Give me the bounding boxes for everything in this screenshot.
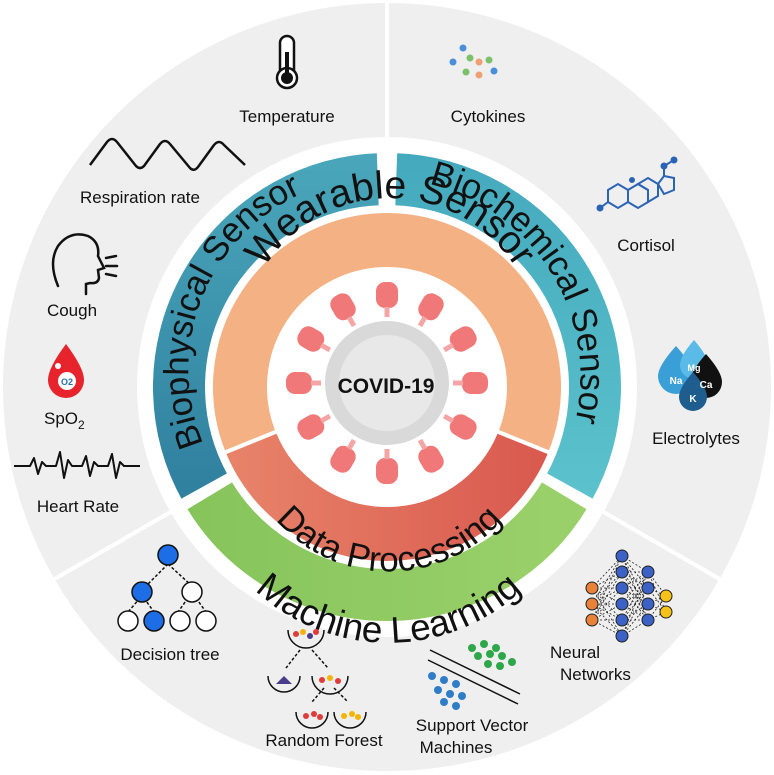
nn-edge <box>621 587 649 637</box>
nn-node <box>615 565 629 579</box>
blood-drop-icon: O2 <box>48 344 84 398</box>
heart-rate-label: Heart Rate <box>37 497 119 516</box>
cortisol-label: Cortisol <box>617 236 675 255</box>
virus-spike <box>418 445 444 473</box>
virus-core <box>339 335 435 431</box>
cytokines-icon <box>449 44 498 79</box>
virus-icon <box>286 282 488 484</box>
outer-sector-machine-learning <box>49 508 725 775</box>
virus-spike-stem <box>417 438 428 451</box>
neural-network-icon <box>585 549 673 643</box>
nn-label-line1: Neural <box>550 643 600 662</box>
heart-rate-wave-icon <box>14 451 140 479</box>
cortisol-molecule-icon <box>596 156 678 212</box>
nn-node <box>659 605 673 619</box>
virus-spike-stem <box>346 438 357 451</box>
biophysical-band <box>149 149 383 505</box>
nn-edge <box>621 603 649 637</box>
outer-sector-biochemical <box>385 0 774 583</box>
nn-node <box>641 597 655 611</box>
ion-mg: Mg <box>688 363 701 373</box>
virus-spike-stem <box>442 413 455 424</box>
ion-na: Na <box>670 376 683 387</box>
thermometer-icon <box>275 34 299 90</box>
virus-spike <box>330 293 356 321</box>
random-forest-label: Random Forest <box>265 731 382 750</box>
nn-edge <box>591 555 623 589</box>
nn-label-line2: Networks <box>560 665 631 684</box>
nn-edge <box>591 555 623 605</box>
covid-title: COVID-19 <box>338 375 435 398</box>
nn-node <box>585 597 599 611</box>
virus-spike <box>376 282 398 308</box>
nn-edge <box>591 571 623 605</box>
svm-label-line2: Machines <box>420 738 493 757</box>
nn-node <box>585 613 599 627</box>
nn-edge <box>621 571 649 605</box>
virus-spike <box>418 293 444 321</box>
svm-label-line1: Support Vector <box>416 716 529 735</box>
nn-edge <box>591 571 623 621</box>
virus-spike <box>449 326 477 352</box>
spo2-label: SpO2 <box>44 409 85 432</box>
virus-spike <box>449 414 477 440</box>
nn-node <box>659 589 673 603</box>
virus-spike <box>462 372 488 394</box>
svm-icon <box>427 640 521 710</box>
cytokines-label: Cytokines <box>451 107 526 126</box>
virus-spike-stem <box>319 342 332 353</box>
nn-node <box>615 597 629 611</box>
temperature-label: Temperature <box>239 107 334 126</box>
ion-ca: Ca <box>700 380 713 391</box>
virus-spike <box>376 458 398 484</box>
cough-head-icon <box>51 233 119 296</box>
nn-node <box>615 581 629 595</box>
nn-node <box>641 565 655 579</box>
nn-edge <box>621 587 649 621</box>
random-forest-icon <box>267 629 367 729</box>
virus-spike <box>330 445 356 473</box>
machine-learning-band <box>181 476 593 625</box>
nn-node <box>615 549 629 563</box>
electrolytes-drops-icon: Na Mg Ca K <box>658 340 722 411</box>
ion-k: K <box>689 394 697 405</box>
outer-sector-biophysical <box>0 0 389 583</box>
cough-label: Cough <box>47 301 97 320</box>
virus-spike <box>297 414 325 440</box>
virus-spike-stem <box>319 413 332 424</box>
o2-badge: O2 <box>61 377 73 387</box>
nn-edge <box>621 555 649 621</box>
respiration-wave-icon <box>88 137 246 171</box>
nn-edge <box>591 603 623 637</box>
nn-node <box>585 581 599 595</box>
decision-tree-label: Decision tree <box>120 645 219 664</box>
virus-spike-stem <box>442 342 455 353</box>
nn-node <box>615 613 629 627</box>
decision-tree-icon <box>117 544 217 632</box>
nn-node <box>641 613 655 627</box>
nn-node <box>641 581 655 595</box>
nn-edge <box>621 571 649 637</box>
virus-spike <box>297 326 325 352</box>
nn-node <box>615 629 629 643</box>
virus-spike-stem <box>417 315 428 328</box>
nn-edge <box>621 571 649 621</box>
biochemical-band <box>391 149 625 505</box>
nn-edge <box>621 571 649 621</box>
nn-edge <box>591 587 623 621</box>
data-processing-band <box>221 428 553 565</box>
electrolytes-label: Electrolytes <box>652 429 740 448</box>
virus-spike-stem <box>346 315 357 328</box>
respiration-rate-label: Respiration rate <box>80 188 200 207</box>
wearable-sensor-band <box>209 209 565 456</box>
virus-spike <box>286 372 312 394</box>
